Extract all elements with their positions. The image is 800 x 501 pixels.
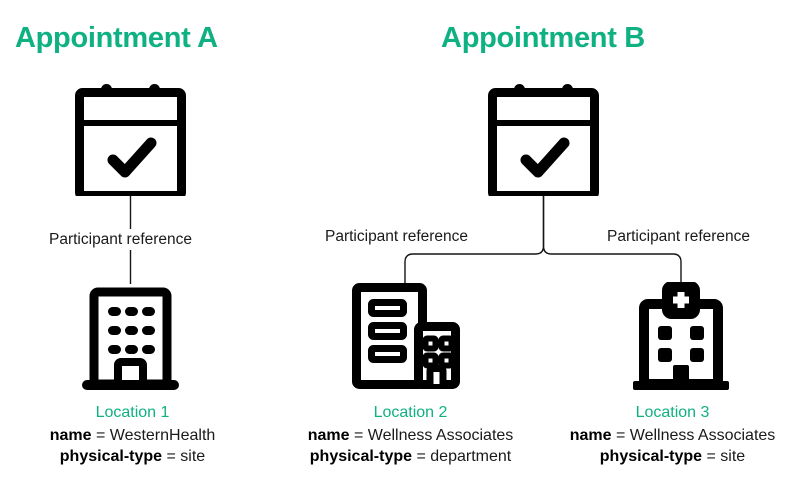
- attribute-equals: =: [416, 448, 426, 466]
- attribute-value: department: [430, 448, 512, 466]
- edge-label-participant-reference-b1: Participant reference: [320, 226, 474, 248]
- location-2-details: Location 2 name = Wellness Associates ph…: [278, 402, 543, 467]
- location-1-attribute-physical-type: physical-type = site: [0, 446, 265, 467]
- panel-title-appointment-b: Appointment B: [441, 22, 645, 54]
- attribute-equals: =: [95, 427, 106, 445]
- attribute-value: WesternHealth: [109, 427, 216, 445]
- location-3-heading: Location 3: [635, 404, 710, 421]
- edge-label-participant-reference-b2: Participant reference: [602, 226, 756, 248]
- location-2-heading: Location 2: [373, 404, 448, 421]
- hospital-building-icon: [629, 282, 733, 392]
- attribute-key: name: [49, 427, 92, 445]
- office-building-icon: [80, 282, 181, 392]
- edge-label-participant-reference-a: Participant reference: [44, 229, 198, 251]
- attribute-equals: =: [166, 448, 176, 466]
- location-2-attribute-name: name = Wellness Associates: [278, 425, 543, 446]
- two-wing-building-icon: [351, 282, 461, 390]
- attribute-key: physical-type: [599, 448, 703, 466]
- attribute-value: site: [720, 448, 746, 466]
- attribute-equals: =: [353, 427, 364, 445]
- attribute-key: name: [307, 427, 350, 445]
- location-3-attribute-name: name = Wellness Associates: [545, 425, 800, 446]
- calendar-check-icon: [488, 84, 599, 196]
- location-3-details: Location 3 name = Wellness Associates ph…: [545, 402, 800, 467]
- attribute-value: Wellness Associates: [629, 427, 776, 445]
- panel-title-appointment-a: Appointment A: [15, 22, 218, 54]
- location-1-heading: Location 1: [95, 404, 170, 421]
- calendar-check-icon: [75, 84, 186, 196]
- attribute-equals: =: [706, 448, 716, 466]
- location-2-attribute-physical-type: physical-type = department: [278, 446, 543, 467]
- attribute-equals: =: [615, 427, 626, 445]
- attribute-value: Wellness Associates: [367, 427, 514, 445]
- location-1-attribute-name: name = WesternHealth: [0, 425, 265, 446]
- attribute-key: physical-type: [59, 448, 163, 466]
- location-3-attribute-physical-type: physical-type = site: [545, 446, 800, 467]
- location-1-details: Location 1 name = WesternHealth physical…: [0, 402, 265, 467]
- attribute-value: site: [180, 448, 206, 466]
- attribute-key: name: [569, 427, 612, 445]
- attribute-key: physical-type: [309, 448, 413, 466]
